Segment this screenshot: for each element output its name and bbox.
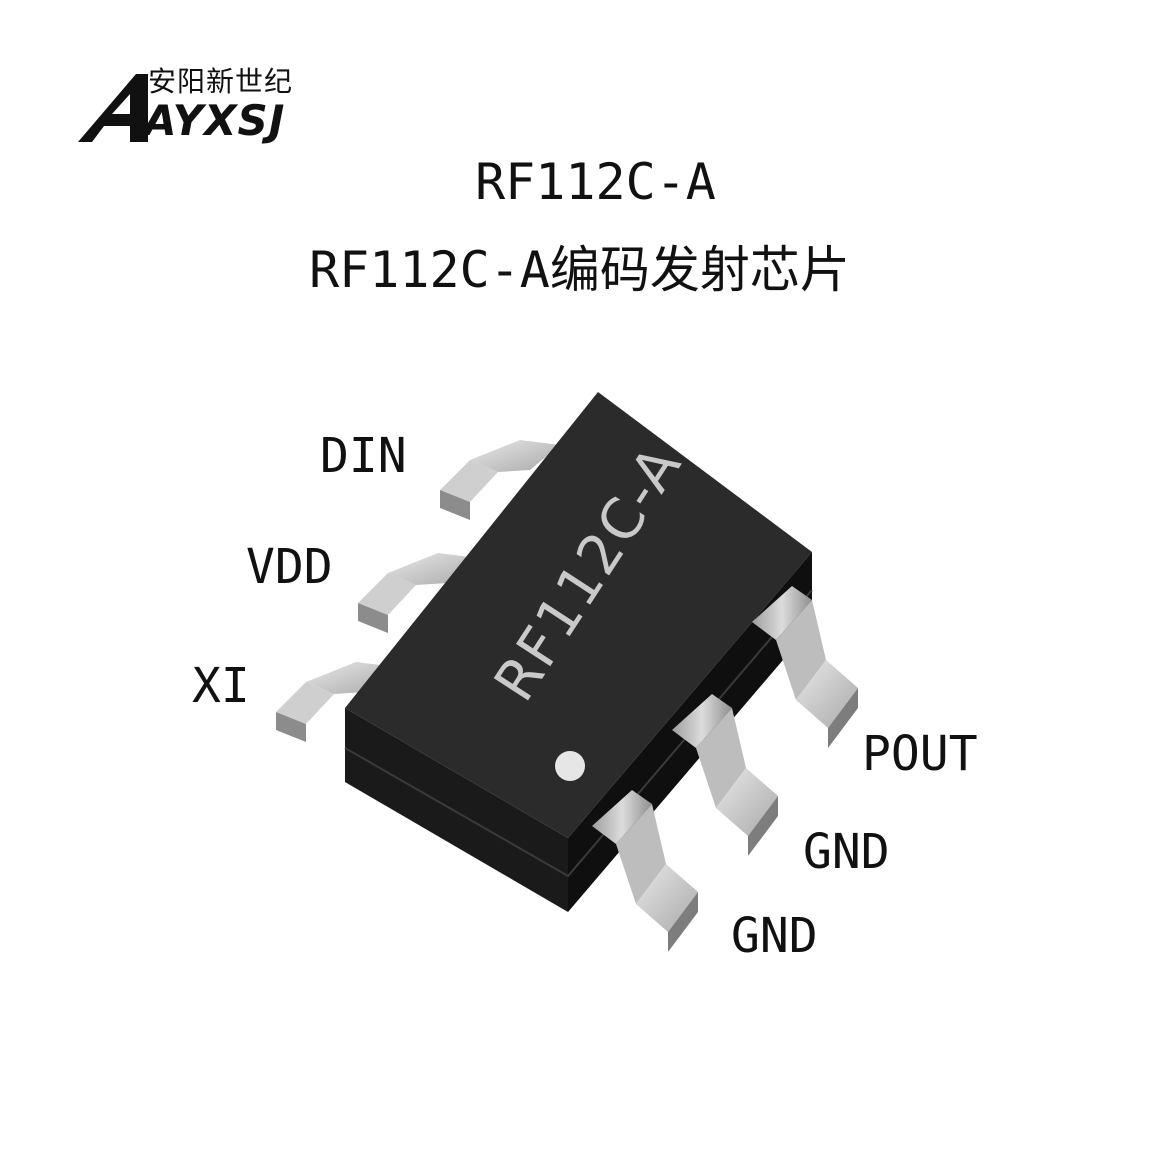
chip-body: RF112C-A [344, 392, 813, 912]
page-subtitle: RF112C-A编码发射芯片 [309, 241, 850, 299]
pin-xi-lead [276, 662, 396, 742]
pin1-marker [555, 751, 585, 781]
logo-chinese-text: 安阳新世纪 [148, 65, 294, 98]
pin-label-gnd-lower: GND [731, 908, 818, 964]
pin-din-lead [440, 440, 560, 520]
page-title: RF112C-A [475, 153, 716, 211]
logo-latin-text: AYXSJ [144, 96, 286, 145]
pin-label-pout: POUT [862, 726, 978, 782]
logo-mark-icon [78, 74, 148, 142]
pin-label-din: DIN [320, 428, 407, 484]
right-pins [592, 586, 858, 952]
brand-logo [78, 64, 314, 148]
pin-label-vdd: VDD [246, 539, 333, 595]
pin-gnd2-lead [672, 694, 778, 856]
left-pins [276, 440, 560, 742]
pin-gnd1-lead [592, 790, 698, 952]
pin-pout-lead [752, 586, 858, 748]
pin-label-xi: XI [192, 658, 250, 714]
pin-vdd-lead [358, 553, 478, 633]
pin-label-gnd-upper: GND [803, 824, 890, 880]
